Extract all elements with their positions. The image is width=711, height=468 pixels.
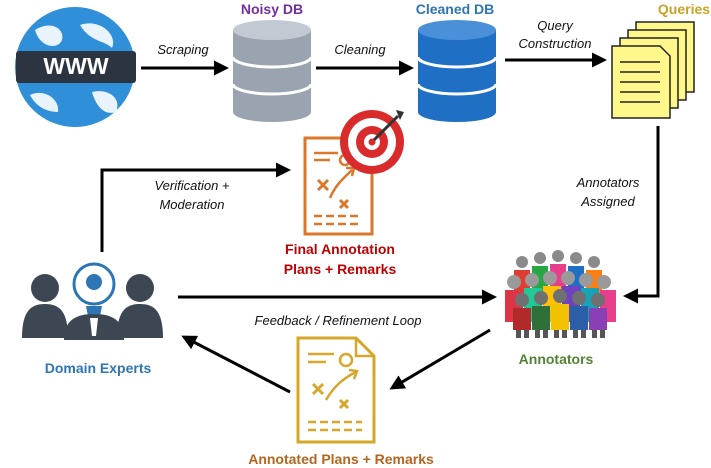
- final-plans-title-line1: Final Annotation: [285, 241, 395, 257]
- cleaning-label: Cleaning: [334, 42, 386, 57]
- www-label: WWW: [43, 53, 108, 79]
- plans-to-experts-arrow: [181, 335, 291, 394]
- query-construction-label-line1: Query: [537, 18, 574, 33]
- cleaned-db-icon: [416, 20, 498, 122]
- target-icon: [340, 110, 404, 174]
- annotators-to-plans-arrow: [389, 328, 491, 390]
- globe-icon: WWW: [15, 7, 136, 127]
- annotators-assigned-label-line2: Assigned: [580, 194, 635, 209]
- cleaned-db-title: Cleaned DB: [416, 1, 495, 17]
- domain-experts-title: Domain Experts: [45, 360, 152, 376]
- annotators-assigned-label-line1: Annotators: [576, 175, 640, 190]
- verification-label-line2: Moderation: [159, 197, 224, 212]
- annotated-plan-doc-icon: [296, 336, 376, 444]
- queries-title: Queries: [658, 1, 710, 17]
- annotated-plans-title: Annotated Plans + Remarks: [248, 451, 434, 467]
- noisy-db-title: Noisy DB: [241, 1, 303, 17]
- verification-label-line1: Verification +: [154, 178, 229, 193]
- noisy-db-icon: [231, 20, 313, 122]
- domain-experts-icon: [22, 262, 163, 340]
- annotators-title: Annotators: [519, 351, 594, 367]
- annotators-crowd-icon: [505, 250, 616, 338]
- scraping-label: Scraping: [157, 42, 209, 57]
- annotators-assigned-arrow: [623, 126, 660, 304]
- feedback-label: Feedback / Refinement Loop: [255, 313, 422, 328]
- queries-docs-icon: [611, 21, 695, 119]
- query-construction-label-line2: Construction: [519, 36, 592, 51]
- verification-arrow: [100, 162, 291, 252]
- final-plans-title-line2: Plans + Remarks: [284, 261, 397, 277]
